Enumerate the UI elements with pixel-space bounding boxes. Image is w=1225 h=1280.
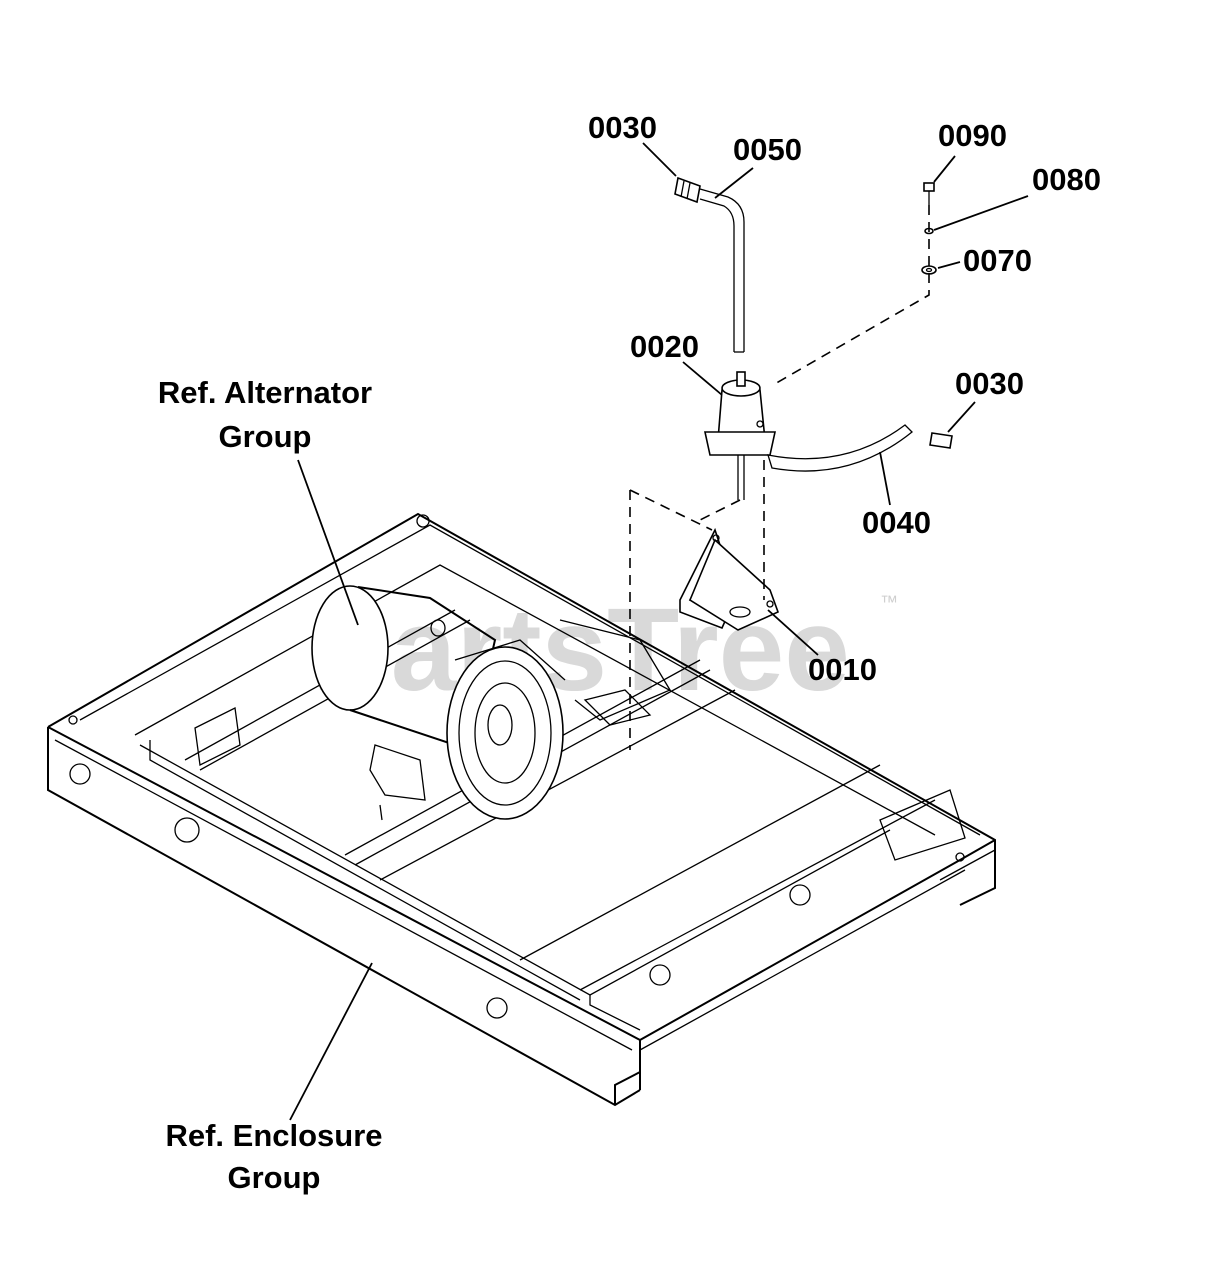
callout-0050: 0050	[733, 132, 802, 167]
assembly-lines	[629, 205, 930, 750]
part-0040-hose	[767, 424, 913, 472]
base-frame	[47, 512, 996, 1107]
callout-0070: 0070	[963, 243, 1032, 278]
ref-alternator-line1: Ref. Alternator	[158, 375, 372, 410]
ref-enclosure-line2: Group	[228, 1160, 321, 1195]
callout-0030-top: 0030	[588, 110, 657, 145]
callout-0040: 0040	[862, 505, 931, 540]
part-0030-fitting-top	[674, 176, 701, 204]
leader-lines	[289, 142, 1029, 1121]
callout-0080: 0080	[1032, 162, 1101, 197]
callout-0020: 0020	[630, 329, 699, 364]
part-0010-bracket	[679, 527, 780, 631]
part-0050-hose	[699, 188, 745, 353]
part-0030-fitting-right	[929, 432, 953, 449]
callout-0030-right: 0030	[955, 366, 1024, 401]
alternator	[311, 585, 671, 821]
callout-0090: 0090	[938, 118, 1007, 153]
callout-0010: 0010	[808, 652, 877, 687]
ref-enclosure-line1: Ref. Enclosure	[165, 1118, 382, 1153]
ref-alternator-line2: Group	[219, 419, 312, 454]
watermark-trademark: ™	[880, 592, 898, 612]
